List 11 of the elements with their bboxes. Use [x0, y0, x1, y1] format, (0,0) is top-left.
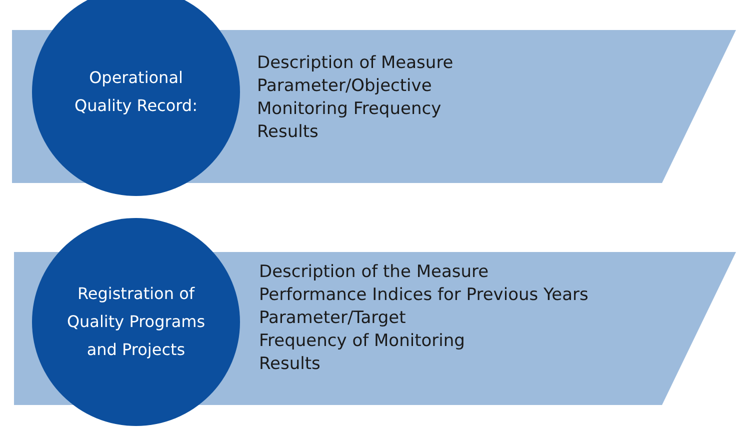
- list-item: Results: [259, 353, 322, 376]
- list-item: Parameter/Target: [259, 307, 407, 330]
- list-item: Description of Measure: [257, 52, 454, 75]
- list-item: Frequency of Monitoring: [259, 330, 466, 353]
- list-item: Performance Indices for Previous Years: [259, 284, 588, 307]
- list-item: Results: [257, 121, 320, 144]
- circle-heading: Registration of Quality Programs and Projects: [66, 283, 206, 361]
- circle-heading: Operational Quality Record:: [74, 67, 198, 117]
- list-item: Description of the Measure: [259, 261, 490, 284]
- list-item: Parameter/Objective: [257, 75, 433, 98]
- list-item: Monitoring Frequency: [257, 98, 442, 121]
